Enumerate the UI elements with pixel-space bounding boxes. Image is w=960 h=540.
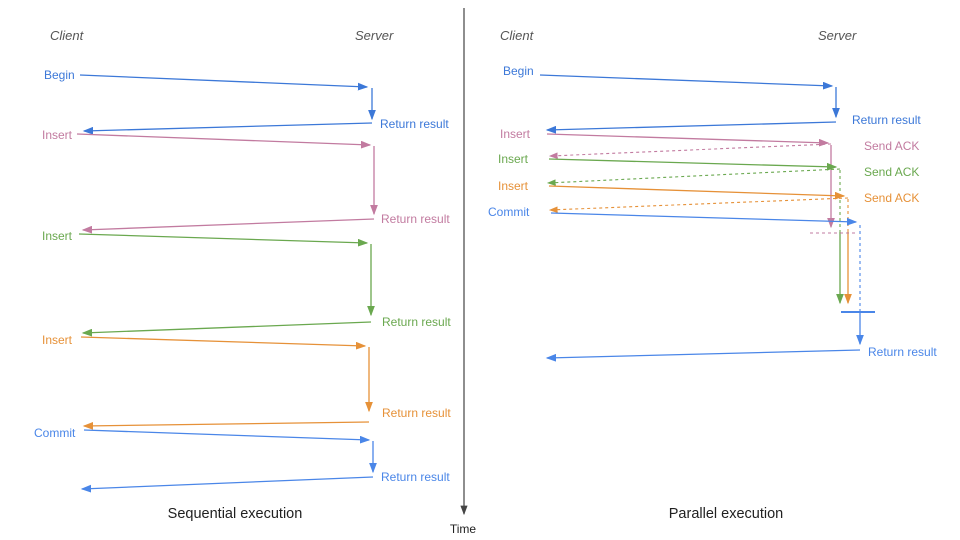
ack-dashed-line-orange	[548, 197, 849, 213]
message-line-blue	[82, 122, 373, 135]
message-line-brightBlue	[80, 476, 374, 493]
message-label: Insert	[42, 333, 73, 347]
ack-dashed-line-green	[546, 168, 841, 186]
message-label: Insert	[498, 152, 529, 166]
message-line-pink	[546, 133, 830, 147]
message-label: Send ACK	[864, 191, 919, 205]
lifeline-header-client: Client	[50, 28, 85, 43]
message-label: Begin	[44, 68, 75, 82]
message-label: Return result	[382, 406, 451, 420]
message-line-brightBlue	[545, 349, 861, 362]
message-label: Return result	[382, 315, 451, 329]
message-line-pink	[81, 218, 375, 234]
message-label: Return result	[381, 470, 450, 484]
message-label: Return result	[852, 113, 921, 127]
message-label: Return result	[868, 345, 937, 359]
time-axis: Time	[450, 8, 477, 536]
message-label: Insert	[498, 179, 529, 193]
message-line-orange	[80, 336, 367, 350]
panel-title-parallel: Parallel execution	[669, 506, 783, 522]
ack-dashed-line-pink	[548, 143, 832, 159]
message-label: Begin	[503, 64, 534, 78]
message-line-green	[81, 321, 372, 337]
lifeline-header-client: Client	[500, 28, 535, 43]
message-line-pink	[76, 133, 372, 149]
message-line-orange	[82, 421, 370, 430]
message-label: Return result	[381, 212, 450, 226]
panel-title-sequential: Sequential execution	[168, 506, 303, 522]
message-line-blue	[545, 121, 837, 134]
message-line-blue	[539, 74, 834, 90]
message-label: Send ACK	[864, 139, 919, 153]
message-label: Return result	[380, 117, 449, 131]
lifeline-header-server: Server	[818, 28, 857, 43]
message-label: Insert	[42, 128, 73, 142]
message-line-brightBlue	[83, 429, 371, 444]
message-label: Commit	[488, 205, 530, 219]
lifeline-header-server: Server	[355, 28, 394, 43]
message-label: Insert	[42, 229, 73, 243]
message-line-brightBlue	[550, 212, 858, 226]
message-label: Insert	[500, 127, 531, 141]
message-line-orange	[548, 185, 846, 200]
message-label: Send ACK	[864, 165, 919, 179]
message-label: Commit	[34, 426, 76, 440]
message-line-green	[78, 233, 369, 247]
message-line-green	[548, 158, 838, 171]
time-axis-label: Time	[450, 522, 477, 536]
message-line-blue	[79, 74, 369, 91]
